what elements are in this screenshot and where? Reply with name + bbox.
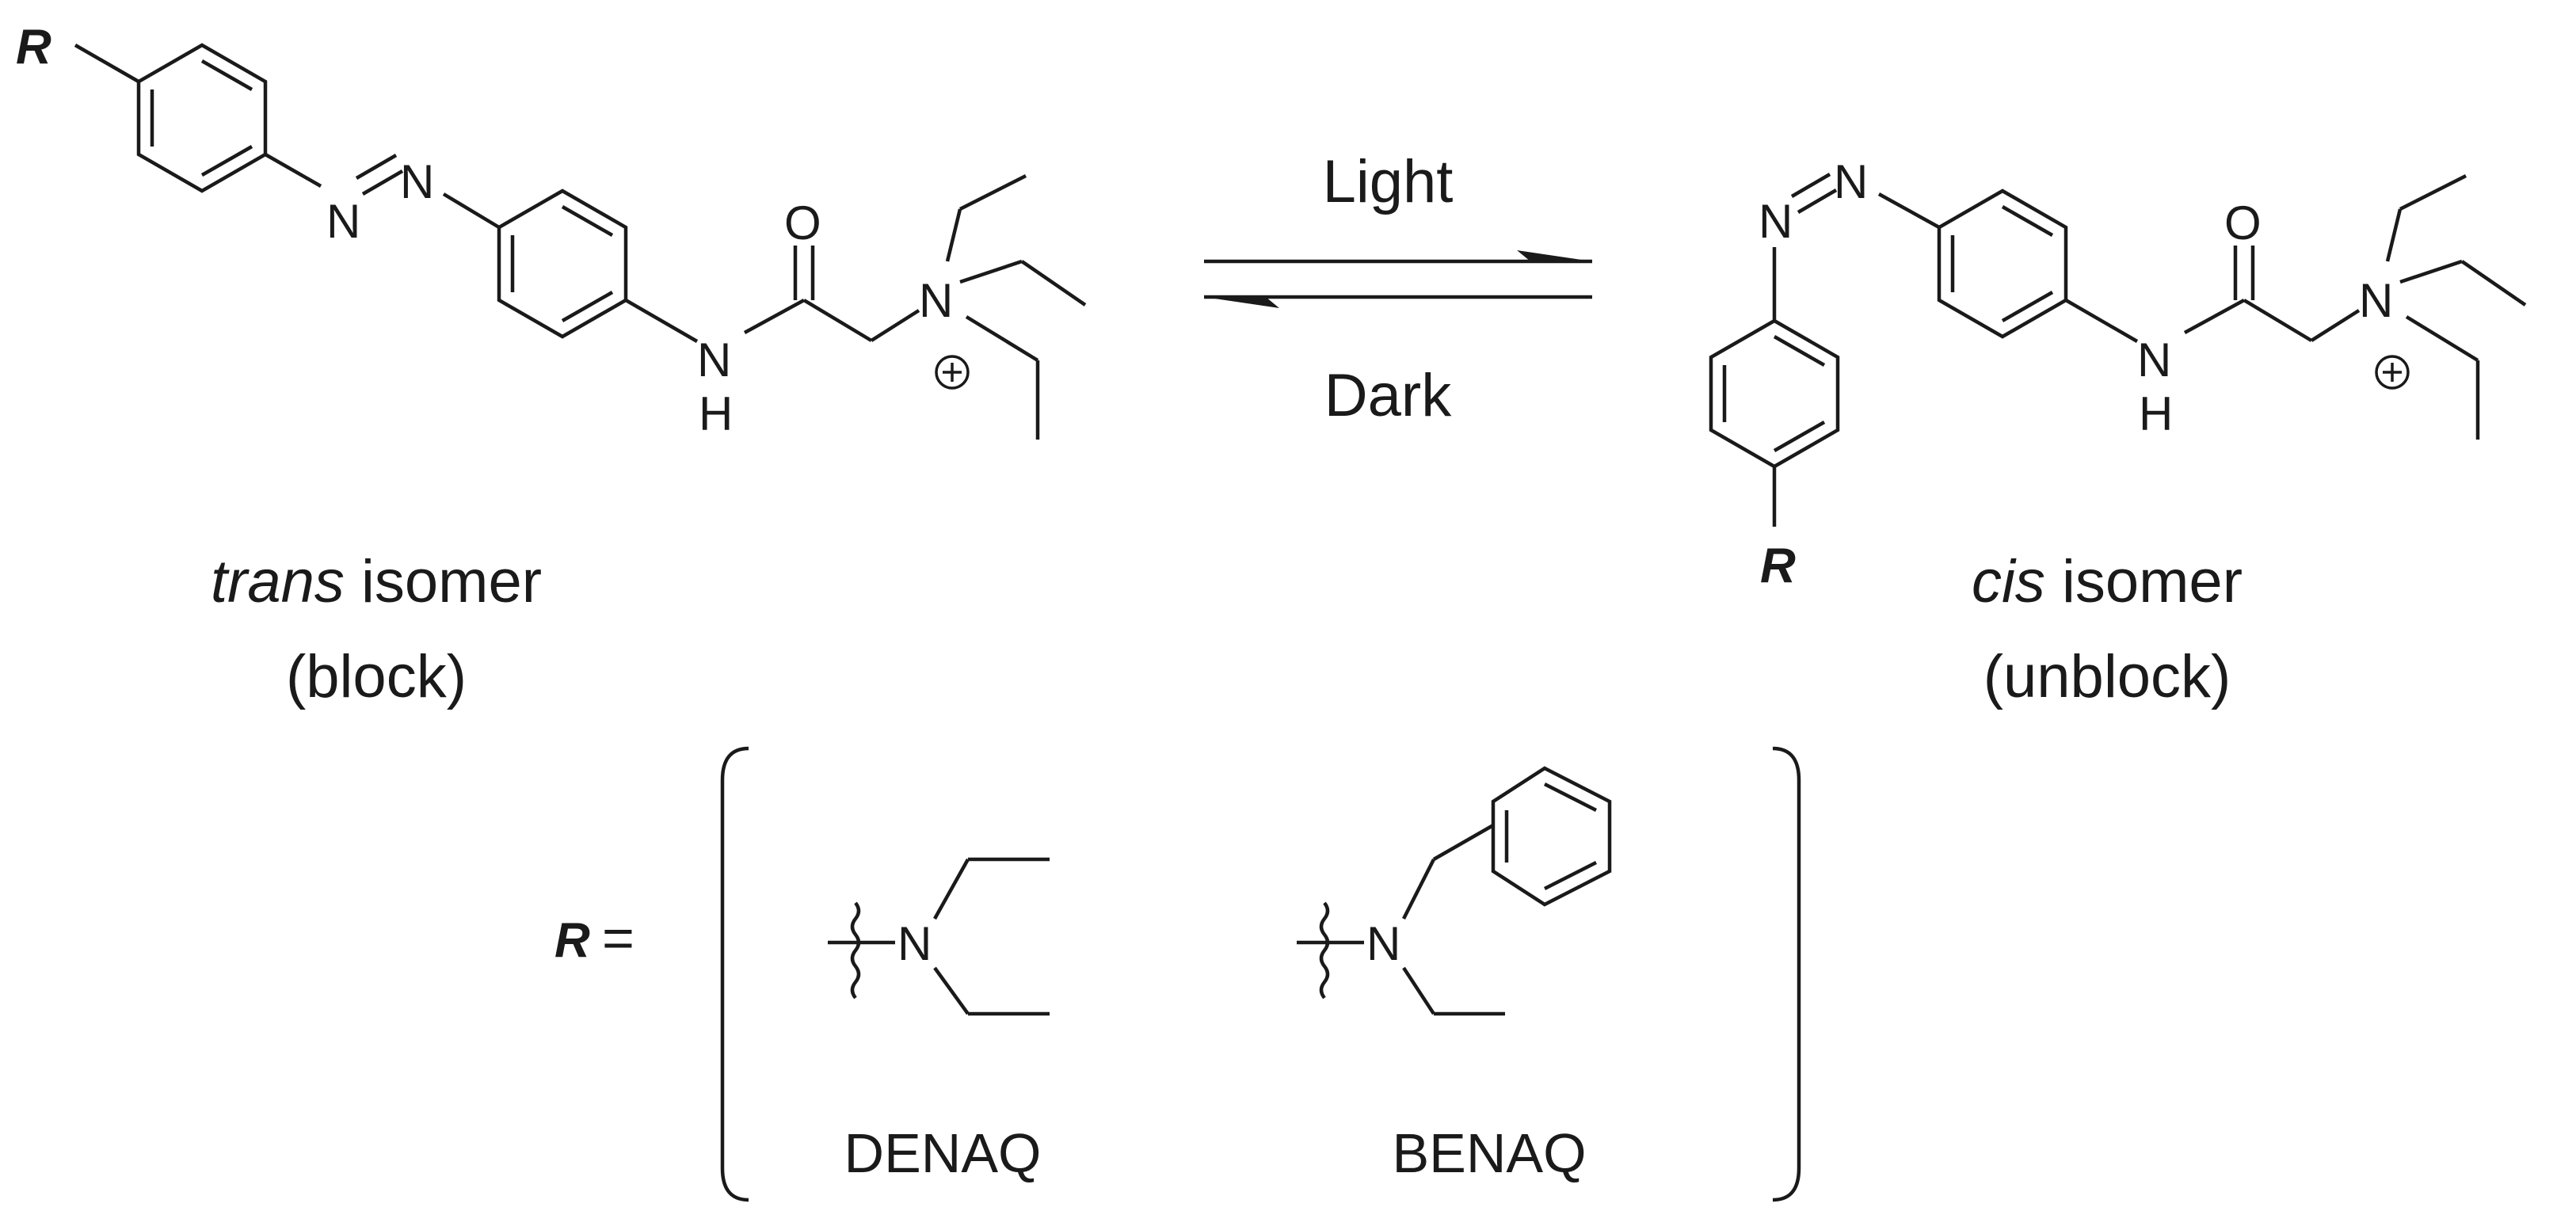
trans-ring-b	[497, 188, 628, 339]
cis-ring-a	[1709, 318, 1840, 469]
forward-arrowhead	[1517, 250, 1592, 261]
denaq-name: DENAQ	[844, 1122, 1042, 1184]
cis-isomer-structure: R N N N H O N	[1709, 155, 2527, 593]
benaq-attachment-wavy	[1319, 901, 1330, 1000]
cis-azo-n2: N	[1834, 155, 1868, 208]
cis-italic-word: cis	[1972, 548, 2045, 615]
trans-ammonium-n: N	[919, 274, 953, 327]
denaq-n: N	[897, 917, 932, 970]
cis-amide-n: N	[2137, 333, 2171, 387]
trans-amide-n: N	[697, 333, 731, 387]
cis-isomer-caption: cis isomer	[1972, 548, 2243, 615]
trans-azo-n2: N	[400, 155, 434, 208]
equals-sign: =	[602, 907, 634, 969]
benaq-n: N	[1366, 917, 1400, 970]
trans-amide-h: H	[699, 387, 733, 440]
trans-rest-word: isomer	[345, 548, 542, 615]
trans-state-caption: (block)	[286, 643, 467, 710]
trans-italic-word: trans	[211, 548, 345, 615]
trans-positive-charge	[935, 355, 970, 390]
denaq-attachment-wavy	[850, 901, 861, 1000]
benaq-structure: N	[1297, 766, 1612, 1016]
cis-carbonyl-o: O	[2224, 196, 2262, 249]
denaq-structure: N	[828, 857, 1050, 1016]
trans-r-label: R	[16, 20, 51, 74]
trans-isomer-caption: trans isomer	[211, 548, 542, 615]
benaq-name: BENAQ	[1392, 1122, 1586, 1184]
trans-carbonyl-o: O	[784, 196, 821, 249]
cis-azo-n1: N	[1759, 195, 1793, 248]
cis-ring-b	[1937, 188, 2068, 339]
right-bracket	[1772, 746, 1801, 1202]
trans-azo-n1: N	[326, 195, 360, 248]
benaq-benzyl-ring	[1491, 766, 1612, 907]
left-bracket	[720, 746, 749, 1202]
reverse-condition-label: Dark	[1324, 362, 1452, 429]
r-definition-label: R	[554, 913, 590, 968]
equilibrium-arrows	[1204, 250, 1592, 308]
cis-ammonium-n: N	[2359, 274, 2393, 327]
cis-state-caption: (unblock)	[1983, 643, 2231, 710]
cis-amide-h: H	[2139, 387, 2173, 440]
cis-r-label: R	[1760, 539, 1796, 593]
cis-rest-word: isomer	[2045, 548, 2243, 615]
reverse-arrowhead	[1204, 297, 1279, 308]
cis-positive-charge	[2375, 355, 2410, 390]
trans-ring-a	[136, 43, 268, 193]
forward-condition-label: Light	[1323, 148, 1454, 215]
trans-isomer-structure: R N N N H O N	[16, 20, 1087, 440]
